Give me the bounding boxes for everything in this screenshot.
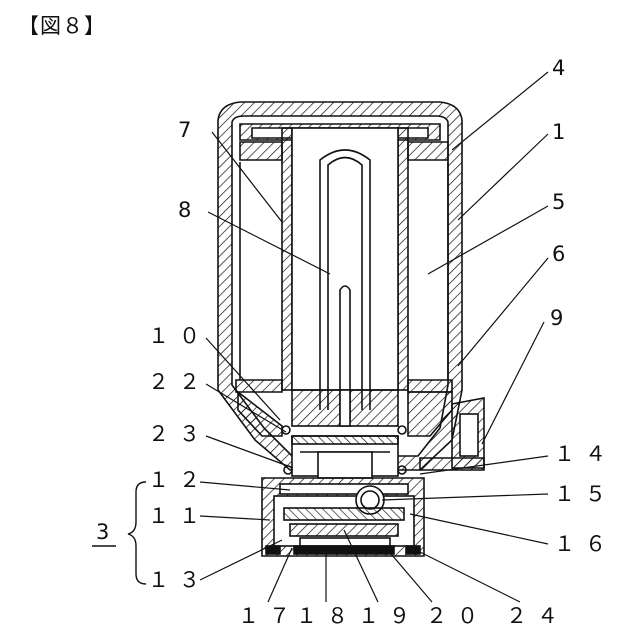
label-group-3: 3 — [96, 522, 119, 543]
label-1: 1 — [552, 122, 575, 143]
label-9: 9 — [550, 308, 573, 329]
label-6: 6 — [552, 244, 575, 265]
label-7: 7 — [178, 120, 201, 141]
label-23: ２３ — [148, 424, 210, 445]
label-10: １０ — [148, 326, 210, 347]
label-22: ２２ — [148, 372, 210, 393]
label-8: 8 — [178, 200, 201, 221]
group-brace — [128, 482, 146, 584]
label-19: １９ — [358, 606, 420, 627]
label-18: １８ — [296, 606, 358, 627]
label-15: １５ — [554, 484, 616, 505]
label-14: １４ — [554, 444, 616, 465]
label-11: １１ — [148, 506, 210, 527]
inner-sleeve-right — [398, 128, 408, 390]
label-20: ２０ — [426, 606, 488, 627]
label-24: ２４ — [506, 606, 568, 627]
inner-sleeve-left — [282, 128, 292, 390]
label-5: 5 — [552, 192, 575, 213]
seat-upper — [284, 508, 404, 520]
label-17: １７ — [238, 606, 300, 627]
bottom-washer — [294, 546, 394, 554]
label-12: １２ — [148, 470, 210, 491]
label-16: １６ — [554, 534, 616, 555]
label-13: １３ — [148, 570, 210, 591]
label-4: 4 — [552, 58, 575, 79]
